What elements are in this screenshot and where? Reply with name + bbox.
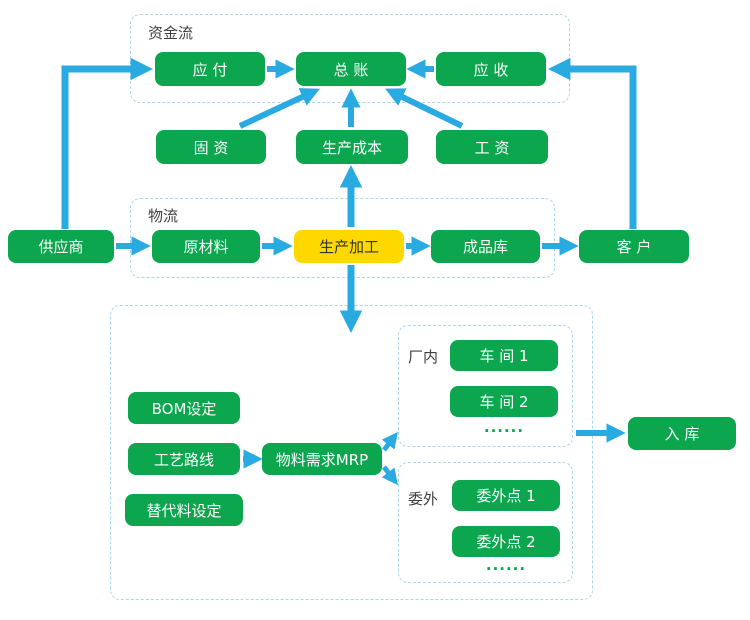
node-substitute-setting: 替代料设定 bbox=[125, 494, 243, 526]
group-in-plant-label: 厂内 bbox=[408, 348, 439, 366]
node-finished-goods-store: 成品库 bbox=[431, 230, 540, 263]
arrow-mrp-to-in-plant bbox=[381, 431, 398, 452]
node-customer: 客 户 bbox=[579, 230, 689, 263]
arrow-mrp-to-outsourcing bbox=[381, 465, 398, 486]
node-accounts-payable: 应 付 bbox=[155, 52, 265, 86]
workshop-more-dots: ...... bbox=[483, 418, 525, 436]
outsource-more-dots: ...... bbox=[485, 556, 527, 574]
node-outsource-point-2: 委外点 2 bbox=[452, 526, 560, 557]
node-outsource-point-1: 委外点 1 bbox=[452, 480, 560, 511]
arrow-customer-to-receivable bbox=[548, 57, 637, 229]
node-production-cost: 生产成本 bbox=[296, 130, 408, 164]
arrow-supplier-to-payable bbox=[61, 57, 153, 229]
node-production-processing: 生产加工 bbox=[294, 230, 404, 263]
arrow-fixed-assets-to-ledger bbox=[238, 88, 320, 129]
node-fixed-assets: 固 资 bbox=[156, 130, 266, 164]
node-workshop-1: 车 间 1 bbox=[450, 340, 558, 371]
node-workshop-2: 车 间 2 bbox=[450, 386, 558, 417]
node-process-route: 工艺路线 bbox=[128, 443, 240, 475]
node-general-ledger: 总 账 bbox=[296, 52, 406, 86]
node-mrp: 物料需求MRP bbox=[262, 443, 382, 475]
group-outsourcing-label: 委外 bbox=[408, 490, 439, 508]
group-logistics bbox=[130, 198, 555, 278]
group-logistics-label: 物流 bbox=[148, 207, 179, 225]
node-wages: 工 资 bbox=[436, 130, 548, 164]
group-outsourcing bbox=[398, 462, 573, 583]
node-supplier: 供应商 bbox=[8, 230, 114, 263]
group-in-plant bbox=[398, 325, 573, 447]
node-bom-setting: BOM设定 bbox=[128, 392, 240, 424]
node-raw-materials: 原材料 bbox=[152, 230, 260, 263]
node-accounts-receivable: 应 收 bbox=[436, 52, 546, 86]
arrow-wages-to-ledger bbox=[385, 88, 464, 129]
node-warehouse-in: 入 库 bbox=[628, 417, 736, 450]
group-capital-flow-label: 资金流 bbox=[148, 24, 194, 42]
